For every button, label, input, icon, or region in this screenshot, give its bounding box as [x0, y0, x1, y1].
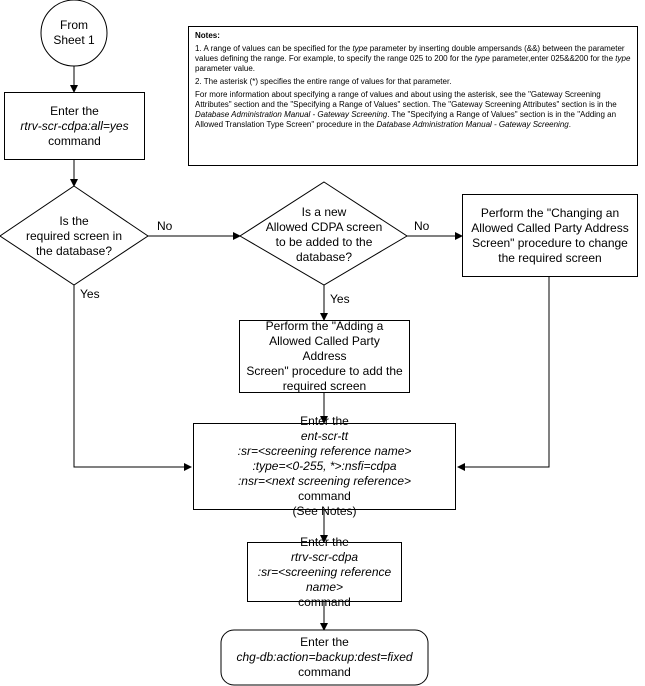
step-change-line: Screen" procedure to change [472, 235, 628, 250]
step-tt-line5: (See Notes) [292, 504, 357, 518]
decision-new-line: database? [295, 250, 353, 264]
step-backup-line3: command [298, 665, 351, 679]
step-backup-line1: Enter the [300, 635, 349, 649]
step-rtrv-line2: :sr=<screening reference [257, 564, 392, 579]
decision-in-db-line: the database? [35, 243, 113, 258]
step-add-screen: Perform the "Adding a Allowed Called Par… [239, 319, 410, 393]
start-connector: From Sheet 1 [41, 0, 107, 66]
step-change-line: Perform the "Changing an [480, 205, 620, 220]
note-3: For more information about specifying a … [195, 90, 617, 129]
step-add-line: Screen" procedure to add the [246, 364, 403, 378]
step-backup-command: chg-db:action=backup:dest=fixed [236, 650, 413, 664]
step-tt-line4: :nsr=<next screening reference> command [237, 474, 412, 503]
note-2: 2. The asterisk (*) specifies the entire… [195, 77, 452, 86]
decision-new-line: Is a new [301, 205, 347, 219]
start-connector-shape [40, 0, 108, 67]
label-yes-1: Yes [80, 287, 100, 301]
decision-new-screen-shape [239, 181, 408, 286]
step-rtrv-line3: name> command [298, 579, 351, 609]
decision-new-line: to be added to the [275, 235, 373, 249]
notes-title: Notes: [195, 31, 220, 40]
arrow-yes-to-enter-tt [73, 285, 192, 471]
step-tt-line2: :sr=<screening reference name> [237, 444, 412, 458]
decision-in-db-line: Is the [59, 213, 89, 228]
decision-in-db-line: required screen in [25, 228, 123, 243]
arrow-change-to-enter-tt [457, 277, 550, 471]
step-retrieve-line3: command [48, 133, 101, 148]
step-enter-ent-scr-tt: Enter the ent-scr-tt :sr=<screening refe… [193, 414, 456, 518]
step-add-line: Allowed Called Party Address [269, 334, 380, 363]
step-tt-line3: :type=<0-255, *>:nsfi=cdpa [252, 459, 397, 473]
step-change-line: Allowed Called Party Address [471, 220, 629, 235]
step-retrieve-command: rtrv-scr-cdpa:all=yes [20, 118, 129, 133]
step-add-line: required screen [282, 379, 367, 393]
step-change-line: the required screen [498, 250, 602, 265]
terminator-shape [220, 629, 429, 686]
start-line1: From [60, 18, 88, 32]
notes-box: Notes: 1. A range of values can be speci… [188, 26, 638, 166]
step-retrieve-line1: Enter the [50, 103, 99, 118]
step-backup-terminator: Enter the chg-db:action=backup:dest=fixe… [221, 630, 428, 685]
step-enter-rtrv-scr-cdpa: Enter the rtrv-scr-cdpa :sr=<screening r… [247, 535, 402, 609]
decision-in-db-shape [0, 185, 149, 286]
step-retrieve-cdpa-all: Enter the rtrv-scr-cdpa:all=yes command [4, 92, 145, 160]
note-1: 1. A range of values can be specified fo… [195, 44, 631, 73]
decision-new-line: Allowed CDPA screen [265, 220, 383, 234]
label-no-1: No [157, 219, 173, 233]
step-tt-line1: Enter the ent-scr-tt [300, 414, 349, 443]
step-add-line: Perform the "Adding a [265, 319, 384, 333]
step-rtrv-line1: Enter the rtrv-scr-cdpa [290, 534, 359, 564]
start-line2: Sheet 1 [53, 33, 95, 47]
label-no-2: No [414, 219, 430, 233]
decision-new-cdpa-screen: Is a new Allowed CDPA screen to be added… [262, 203, 386, 267]
step-change-screen: Perform the "Changing an Allowed Called … [462, 194, 638, 277]
decision-in-database: Is the required screen in the database? [14, 206, 134, 266]
label-yes-2: Yes [330, 292, 350, 306]
